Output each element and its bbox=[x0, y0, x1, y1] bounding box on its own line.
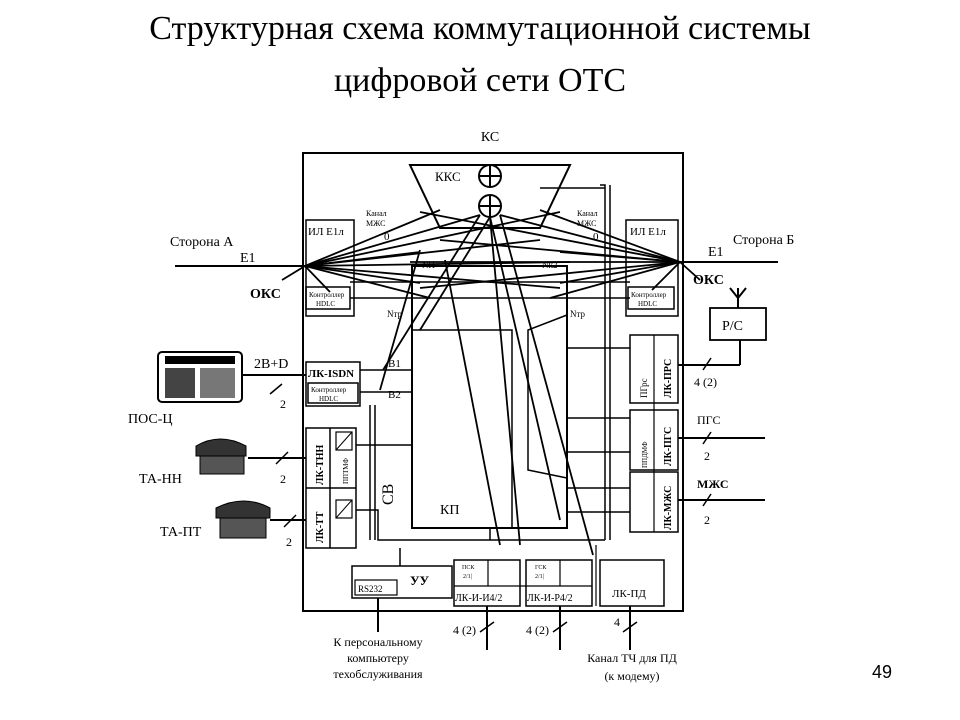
uu-label: УУ bbox=[410, 573, 430, 588]
ntr-right-label: Nтр bbox=[570, 309, 586, 319]
hdlc-isdn-line1: Контроллер bbox=[311, 386, 347, 394]
il-right-label: ИЛ E1л bbox=[630, 226, 666, 238]
hdlc-isdn-line2: HDLC bbox=[319, 395, 338, 403]
ntr-left-label: Nтр bbox=[387, 309, 403, 319]
ppdmf-pgs-label: ППДМФ bbox=[641, 441, 649, 468]
zero-left-label: 0 bbox=[384, 231, 390, 243]
oks-left-label: ОКС bbox=[250, 287, 281, 302]
lk-pgs-label: ЛК-ПГС bbox=[663, 427, 674, 466]
storona-a-label: Сторона А bbox=[170, 235, 234, 250]
rs-label: Р/С bbox=[722, 319, 743, 334]
zero-right-label: 0 bbox=[593, 231, 599, 243]
gsk-label-line1: ГСК bbox=[535, 565, 547, 571]
pc-caption-line3: техобслуживания bbox=[333, 667, 423, 681]
e1-right-label: E1 bbox=[708, 245, 724, 260]
hdlc-right-line2: HDLC bbox=[638, 300, 657, 308]
lk-prs-label: ЛК-ПРС bbox=[663, 359, 674, 398]
kks-label: ККС bbox=[435, 169, 461, 184]
kanal-mzhs-right-line2: МЖС bbox=[577, 219, 596, 228]
tt-wires-label: 2 bbox=[286, 535, 292, 549]
lk-tt-label: ЛК-ТТ bbox=[315, 511, 326, 543]
pc-caption-line1: К персональному bbox=[333, 635, 422, 649]
lk-mzhs-label: ЛК-МЖС bbox=[663, 486, 674, 530]
kp-inner-block bbox=[411, 329, 513, 529]
nk2-label: Nk2 bbox=[542, 260, 558, 270]
lk-i-r4-label: ЛК-И-Р4/2 bbox=[527, 593, 573, 604]
tch-caption-line1: Канал ТЧ для ПД bbox=[587, 651, 677, 665]
psk-label-line1: ПСК bbox=[462, 565, 475, 571]
lk-isdn-block bbox=[305, 361, 361, 407]
e1-left-label: E1 bbox=[240, 251, 256, 266]
tch-caption-line2: (к модему) bbox=[604, 669, 659, 683]
rs232-label: RS232 bbox=[358, 584, 383, 594]
isdn-wires-label: 2 bbox=[280, 397, 286, 411]
lk-tnn-label: ЛК-ТНН bbox=[315, 445, 326, 485]
kanal-mzhs-left-line1: Канал bbox=[366, 209, 387, 218]
r4-wires-label: 4 (2) bbox=[526, 623, 549, 637]
lk-pd-block bbox=[599, 559, 665, 607]
ta-pt-label: ТА-ПТ bbox=[160, 525, 202, 540]
hdlc-left-line2: HDLC bbox=[316, 300, 335, 308]
nl1-label: Nl1 bbox=[422, 260, 436, 270]
slide-title-line-1: Структурная схема коммутационной системы bbox=[149, 10, 811, 47]
pos-ts-label: ПОС-Ц bbox=[128, 412, 173, 427]
sv-label: СВ bbox=[380, 484, 397, 505]
prs-wires-label: 4 (2) bbox=[694, 375, 717, 389]
il-left-label: ИЛ E1л bbox=[308, 226, 344, 238]
pg-rs-label: ПГрс bbox=[639, 378, 649, 398]
ks-frame bbox=[302, 152, 684, 612]
slide-title-line-2: цифровой сети ОТС bbox=[333, 62, 627, 99]
lk-isdn-label: ЛК-ISDN bbox=[308, 368, 354, 380]
kp-label: КП bbox=[440, 503, 459, 518]
hdlc-left-line1: Контроллер bbox=[309, 291, 345, 299]
ta-nn-phone-icon bbox=[195, 438, 247, 475]
oks-right-label: ОКС bbox=[693, 273, 724, 288]
tnn-wires-label: 2 bbox=[280, 472, 286, 486]
mzhs-label: МЖС bbox=[697, 477, 729, 491]
gsk-label-line2: 2/1| bbox=[535, 574, 544, 580]
psk-label-line2: 2/1| bbox=[463, 574, 472, 580]
storona-b-label: Сторона Б bbox=[733, 233, 794, 248]
i4-wires-label: 4 (2) bbox=[453, 623, 476, 637]
ta-pt-phone-icon bbox=[215, 500, 271, 539]
pgs-label: ПГС bbox=[697, 413, 720, 427]
pgs-wires-label: 2 bbox=[704, 449, 710, 463]
pd-wires-label: 4 bbox=[614, 615, 620, 629]
b1-label: B1 bbox=[388, 358, 401, 370]
hdlc-isdn-block bbox=[307, 382, 359, 404]
ppdmf-left-label: ППТМФ bbox=[342, 458, 350, 484]
ta-nn-label: ТА-НН bbox=[139, 472, 182, 487]
pos-ts-terminal-icon bbox=[157, 351, 243, 403]
rs232-block bbox=[354, 579, 398, 596]
ks-label: КС bbox=[481, 130, 499, 145]
kks-block bbox=[408, 164, 572, 229]
lk-i-i4-label: ЛК-И-И4/2 bbox=[455, 593, 502, 604]
kanal-mzhs-right-line1: Канал bbox=[577, 209, 598, 218]
mzhs-wires-label: 2 bbox=[704, 513, 710, 527]
lk-pd-label: ЛК-ПД bbox=[612, 588, 646, 600]
b2-label: B2 bbox=[388, 389, 401, 401]
page-number: 49 bbox=[872, 662, 893, 682]
kanal-mzhs-left-line2: МЖС bbox=[366, 219, 385, 228]
pc-caption-line2: компьютеру bbox=[347, 651, 409, 665]
uu-block bbox=[351, 565, 453, 599]
isdn-interface-label: 2B+D bbox=[254, 357, 288, 372]
hdlc-right-line1: Контроллер bbox=[631, 291, 667, 299]
